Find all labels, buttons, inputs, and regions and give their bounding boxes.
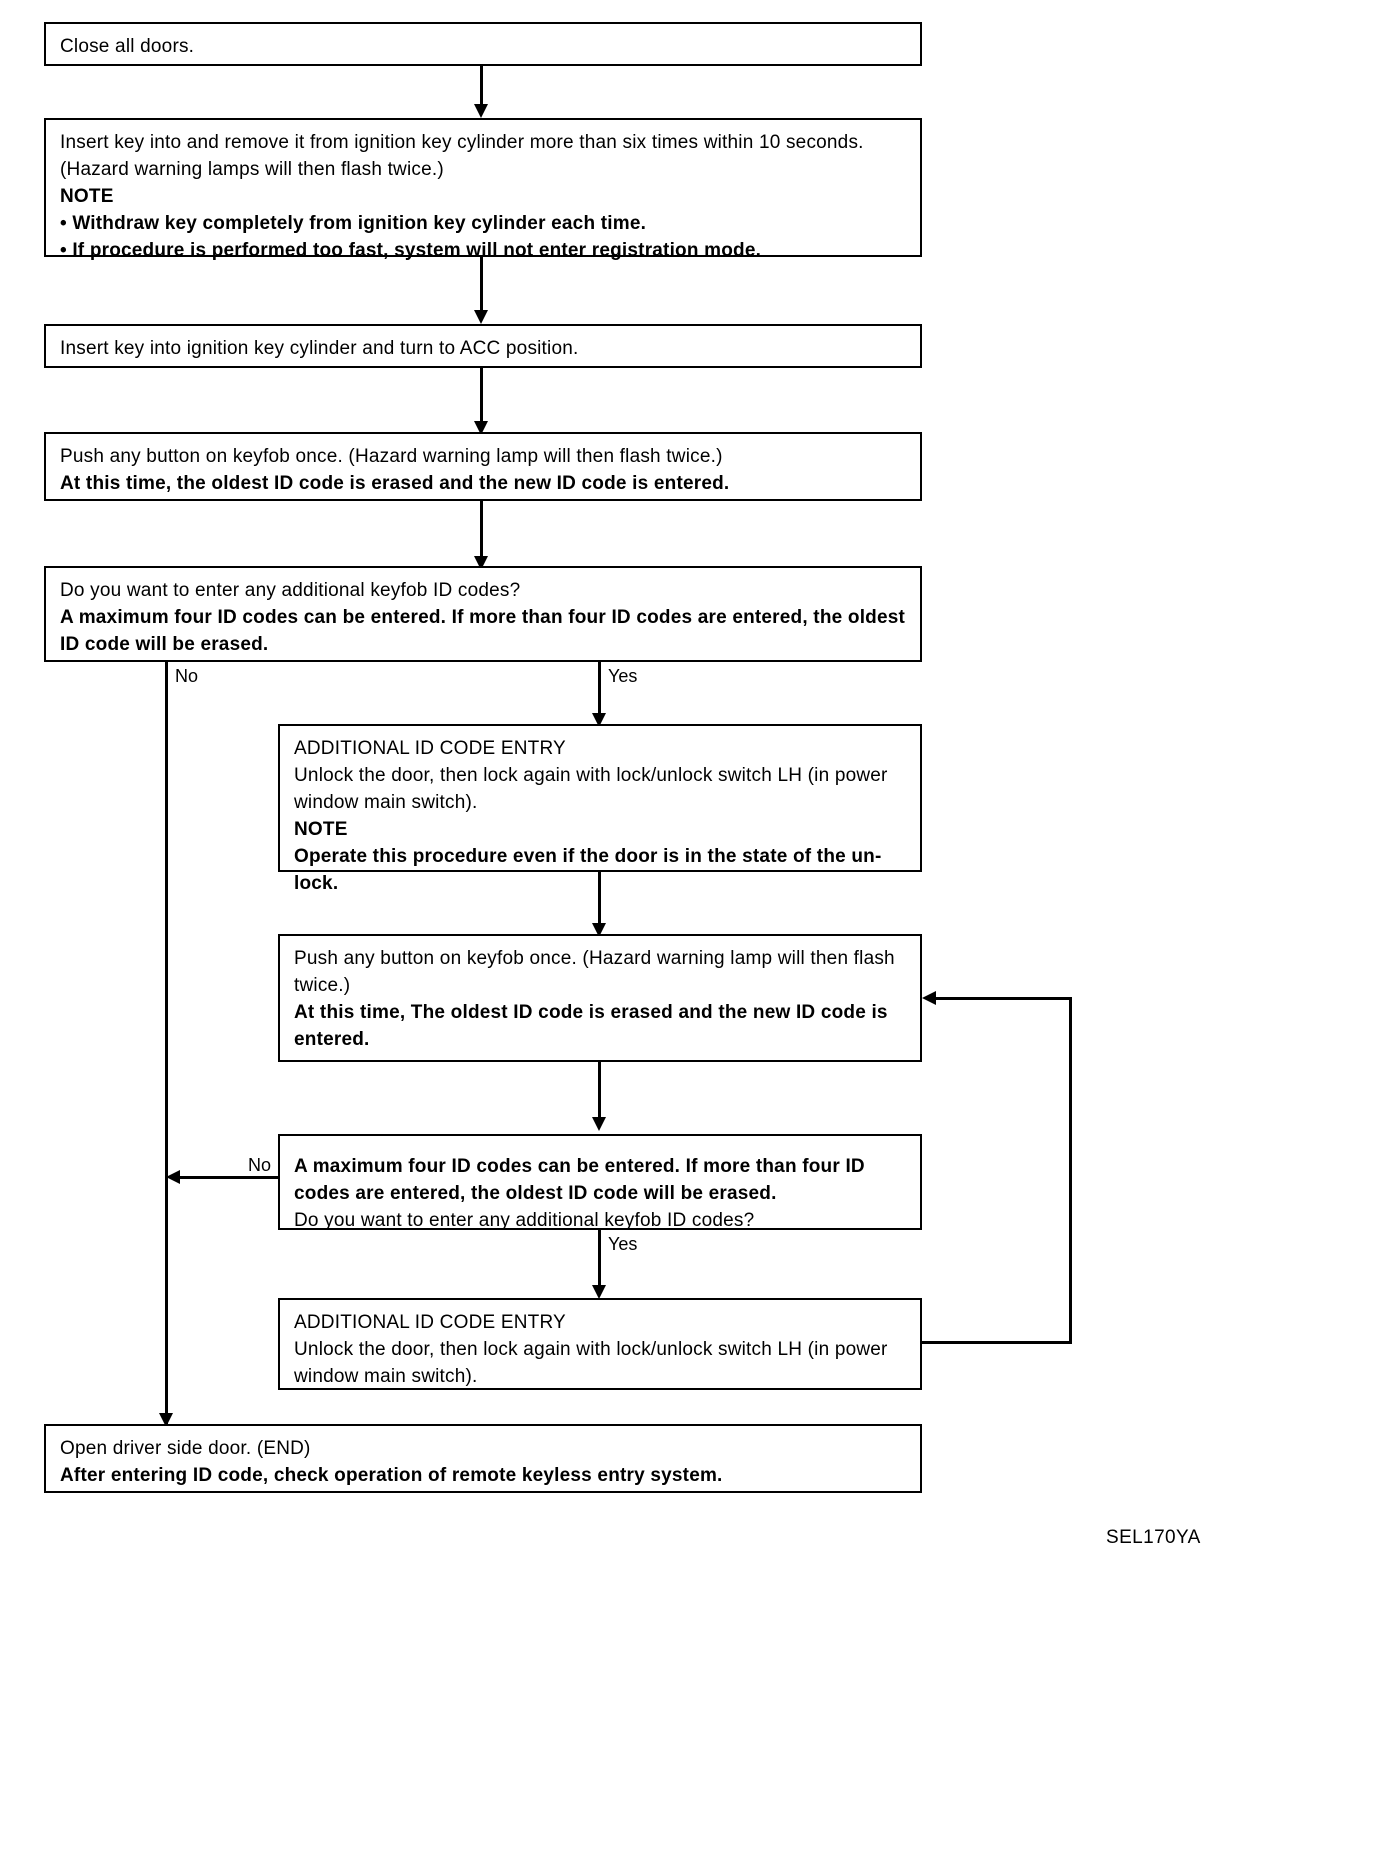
branch-no-first-arrowhead [159, 1413, 173, 1427]
decision-2-question: Do you want to enter any additional keyf… [294, 1209, 755, 1231]
additional-entry-2-heading: ADDITIONAL ID CODE ENTRY [294, 1312, 566, 1333]
step-box-turn-acc: Insert key into ignition key cylinder an… [44, 324, 922, 368]
feedback-loop-arrowhead [922, 991, 936, 1005]
connector-3-arrowhead [474, 421, 488, 435]
push-keyfob-1-line1: Push any button on keyfob once. (Hazard … [60, 446, 723, 467]
step-box-close-all-doors: Close all doors. [44, 22, 922, 66]
step-box-additional-id-code-entry-second: ADDITIONAL ID CODE ENTRY Unlock the door… [278, 1298, 922, 1390]
decision-box-additional-codes-first: Do you want to enter any additional keyf… [44, 566, 922, 662]
branch-no-first-vertical [165, 662, 168, 1427]
branch-yes-second-arrowhead [592, 1285, 606, 1299]
decision-2-note: A maximum four ID codes can be entered. … [294, 1156, 865, 1204]
insert-remove-note-item-1: • Withdraw key completely from ignition … [60, 212, 647, 234]
connector-6-line [598, 1062, 601, 1126]
branch-label-no-second: No [245, 1155, 275, 1175]
connector-6-arrowhead [592, 1117, 606, 1131]
additional-entry-1-heading: ADDITIONAL ID CODE ENTRY [294, 738, 566, 759]
connector-5-line [598, 872, 601, 930]
connector-2-arrowhead [474, 310, 488, 324]
branch-label-yes-second: Yes [605, 1234, 641, 1254]
branch-yes-second-vertical [598, 1230, 601, 1292]
feedback-loop-top [935, 997, 1072, 1000]
decision-1-note: A maximum four ID codes can be entered. … [60, 606, 906, 655]
connector-2-line [480, 257, 483, 317]
decision-box-additional-codes-second: A maximum four ID codes can be entered. … [278, 1134, 922, 1231]
connector-5-arrowhead [592, 923, 606, 937]
end-box-line1: Open driver side door. (END) [60, 1438, 311, 1459]
branch-yes-first-arrowhead [592, 713, 606, 727]
feedback-loop-bottom [922, 1341, 1072, 1344]
additional-entry-1-line1: Unlock the door, then lock again with lo… [294, 764, 888, 813]
insert-remove-note-item-2: • If procedure is performed too fast, sy… [60, 239, 762, 261]
insert-remove-note-heading: NOTE [60, 185, 114, 207]
additional-entry-1-note-heading: NOTE [294, 818, 348, 840]
turn-acc-text: Insert key into ignition key cylinder an… [60, 338, 579, 359]
figure-caption: SEL170YA [1106, 1527, 1201, 1548]
push-keyfob-2-line2: At this time, The oldest ID code is eras… [294, 1001, 888, 1050]
step-box-additional-id-code-entry-first: ADDITIONAL ID CODE ENTRY Unlock the door… [278, 724, 922, 894]
step-box-push-keyfob-first: Push any button on keyfob once. (Hazard … [44, 432, 922, 501]
end-box-line2: After entering ID code, check operation … [60, 1464, 723, 1486]
step-box-end-open-driver-door: Open driver side door. (END) After enter… [44, 1424, 922, 1493]
feedback-loop-right [1069, 997, 1072, 1344]
branch-yes-first-vertical [598, 662, 601, 720]
close-doors-text: Close all doors. [60, 36, 195, 57]
branch-no-second-arrowhead [166, 1170, 180, 1184]
connector-1-arrowhead [474, 104, 488, 118]
branch-no-second-horizontal [178, 1176, 278, 1179]
step-box-insert-remove-key: Insert key into and remove it from ignit… [44, 118, 922, 261]
decision-1-question: Do you want to enter any additional keyf… [60, 580, 521, 601]
connector-1-line [480, 66, 483, 110]
additional-entry-1-note-line: Operate this procedure even if the door … [294, 845, 882, 894]
branch-label-no-first: No [172, 666, 202, 686]
push-keyfob-2-line1: Push any button on keyfob once. (Hazard … [294, 948, 895, 996]
insert-remove-line1: Insert key into and remove it from ignit… [60, 132, 864, 153]
connector-4-line [480, 501, 483, 563]
connector-3-line [480, 368, 483, 428]
branch-label-yes-first: Yes [605, 666, 641, 686]
insert-remove-line2: (Hazard warning lamps will then flash tw… [60, 158, 444, 180]
push-keyfob-1-line2: At this time, the oldest ID code is eras… [60, 472, 730, 494]
step-box-push-keyfob-second: Push any button on keyfob once. (Hazard … [278, 934, 922, 1062]
additional-entry-2-line1: Unlock the door, then lock again with lo… [294, 1338, 888, 1387]
